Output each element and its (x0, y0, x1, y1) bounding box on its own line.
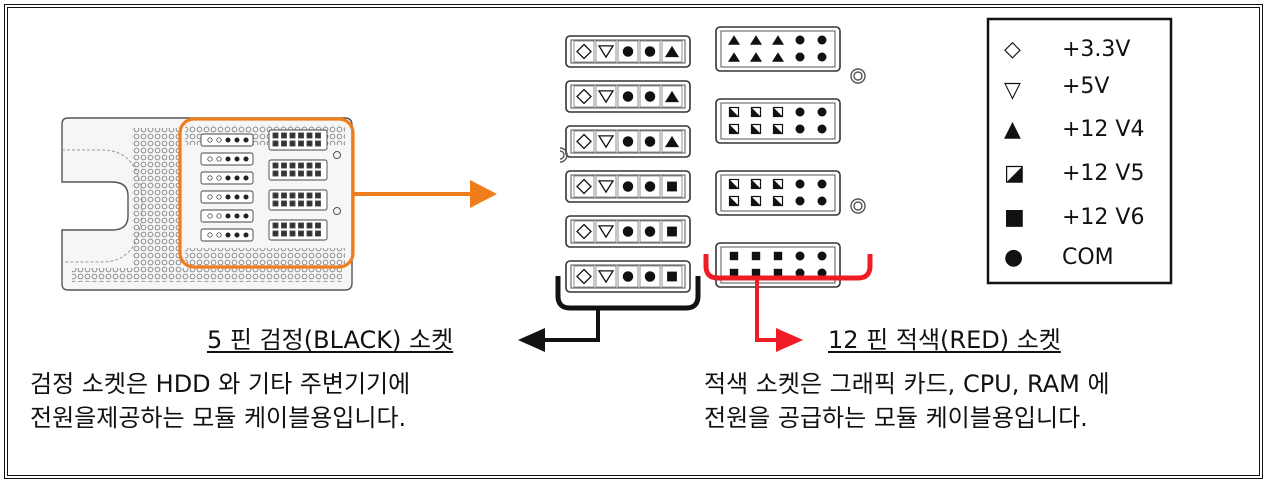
screw-icon (559, 68, 866, 214)
diamond-icon: ◇ (1004, 37, 1021, 62)
filled-square-icon: ■ (1004, 205, 1025, 230)
black-socket-5pin (565, 170, 691, 203)
triangle-filled-icon: ▲ (1004, 117, 1021, 142)
red-socket-desc-line2: 전원을 공급하는 모듈 케이블용입니다. (704, 404, 1088, 432)
black-socket-5pin (565, 80, 691, 113)
red-socket-column (715, 26, 841, 288)
black-socket-5pin (565, 35, 691, 68)
arrow-right-icon (776, 328, 803, 352)
psu-back-panel (61, 117, 355, 291)
mini-red-socket (268, 189, 328, 211)
mini-black-socket (200, 228, 254, 242)
legend-label-5v: +5V (1062, 74, 1110, 99)
red-socket-title: 12 핀 적색(RED) 소켓 (828, 326, 1061, 354)
black-socket-title: 5 핀 검정(BLACK) 소켓 (207, 326, 454, 354)
arrow-right-icon (353, 180, 497, 208)
black-bracket (555, 276, 701, 311)
mini-black-socket (200, 133, 254, 147)
legend-label-12v6: +12 V6 (1062, 205, 1145, 230)
red-socket-12pin (715, 170, 841, 216)
legend-label-3v3: +3.3V (1062, 37, 1131, 62)
legend-box (986, 17, 1173, 285)
mini-red-socket (268, 219, 328, 241)
diagram-frame (4, 4, 1263, 479)
mini-black-socket (200, 190, 254, 204)
arrow-left-icon (518, 328, 545, 352)
filled-circle-icon: ● (1004, 245, 1024, 270)
mini-red-socket (268, 129, 328, 151)
legend-label-12v4: +12 V4 (1062, 117, 1145, 142)
red-socket-12pin (715, 26, 841, 72)
mini-red-socket (268, 159, 328, 181)
black-socket-desc-line1: 검정 소켓은 HDD 와 기타 주변기기에 (30, 370, 411, 398)
black-socket-desc-line2: 전원을제공하는 모듈 케이블용입니다. (30, 404, 407, 432)
half-square-icon: ◪ (1004, 161, 1025, 186)
legend-label-12v5: +12 V5 (1062, 161, 1145, 186)
black-socket-5pin (565, 260, 691, 293)
red-socket-desc-line1: 적색 소켓은 그래픽 카드, CPU, RAM 에 (704, 370, 1110, 398)
legend-label-com: COM (1062, 245, 1114, 270)
mini-black-socket (200, 209, 254, 223)
black-socket-column (565, 35, 691, 293)
red-bracket (703, 254, 873, 281)
red-socket-12pin (715, 98, 841, 144)
black-socket-5pin (565, 215, 691, 248)
black-socket-5pin (565, 125, 691, 158)
mini-black-socket (200, 171, 254, 185)
triangle-down-outline-icon: ▽ (1004, 78, 1021, 103)
mini-black-socket (200, 152, 254, 166)
